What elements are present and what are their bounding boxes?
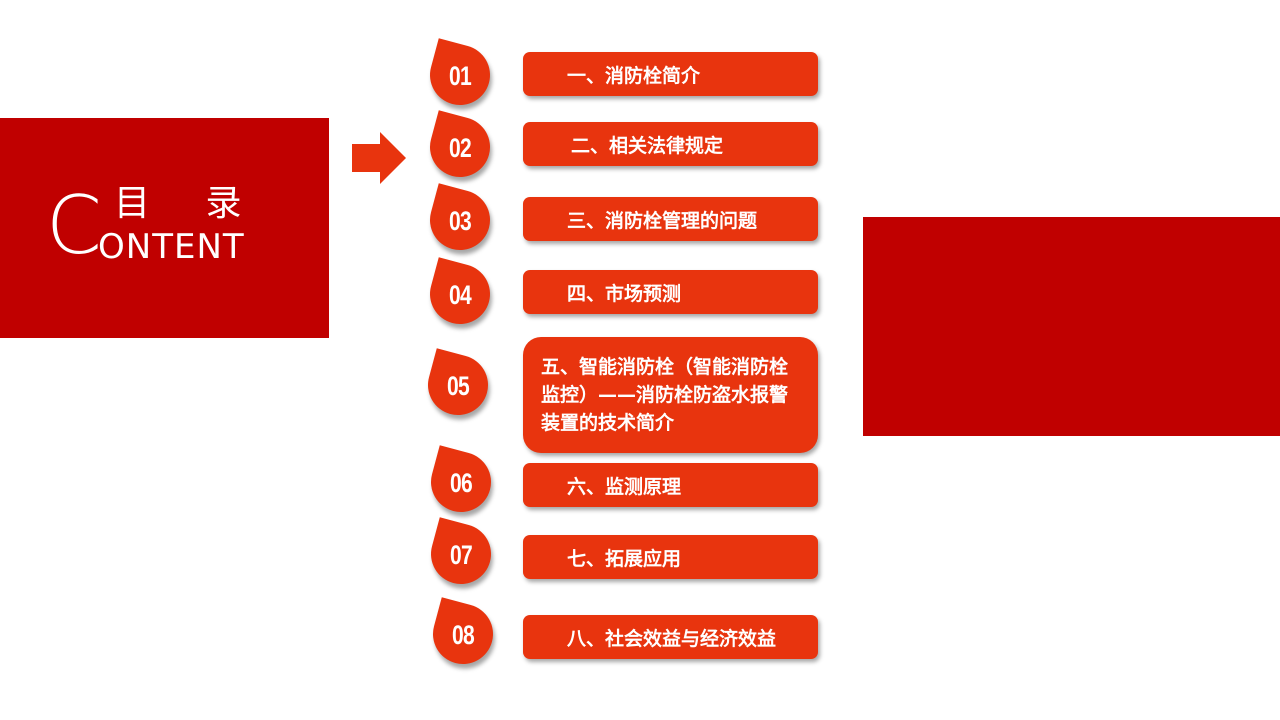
title-panel: 目 录 C ONTENT (0, 118, 329, 338)
toc-item-02[interactable]: 二、相关法律规定 (523, 122, 818, 166)
badge-number: 03 (449, 206, 472, 236)
toc-item-04[interactable]: 四、市场预测 (523, 270, 818, 314)
toc-item-06[interactable]: 六、监测原理 (523, 463, 818, 507)
title-cn: 目 录 (114, 183, 264, 224)
decorative-panel (863, 217, 1280, 436)
badge-number: 08 (452, 620, 475, 650)
badge-number: 02 (449, 133, 472, 163)
badge-number: 07 (450, 540, 473, 570)
arrow-right-icon (352, 132, 406, 184)
toc-item-07[interactable]: 七、拓展应用 (523, 535, 818, 579)
badge-number: 01 (449, 61, 472, 91)
toc-item-01[interactable]: 一、消防栓简介 (523, 52, 818, 96)
toc-item-03[interactable]: 三、消防栓管理的问题 (523, 197, 818, 241)
title-en-rest: ONTENT (98, 227, 245, 267)
toc-item-08[interactable]: 八、社会效益与经济效益 (523, 615, 818, 659)
badge-number: 05 (447, 371, 470, 401)
badge-number: 04 (449, 280, 472, 310)
title-en-initial: C (46, 179, 102, 272)
toc-item-05[interactable]: 五、智能消防栓（智能消防栓监控）——消防栓防盗水报警装置的技术简介 (523, 337, 818, 453)
badge-number: 06 (450, 468, 473, 498)
